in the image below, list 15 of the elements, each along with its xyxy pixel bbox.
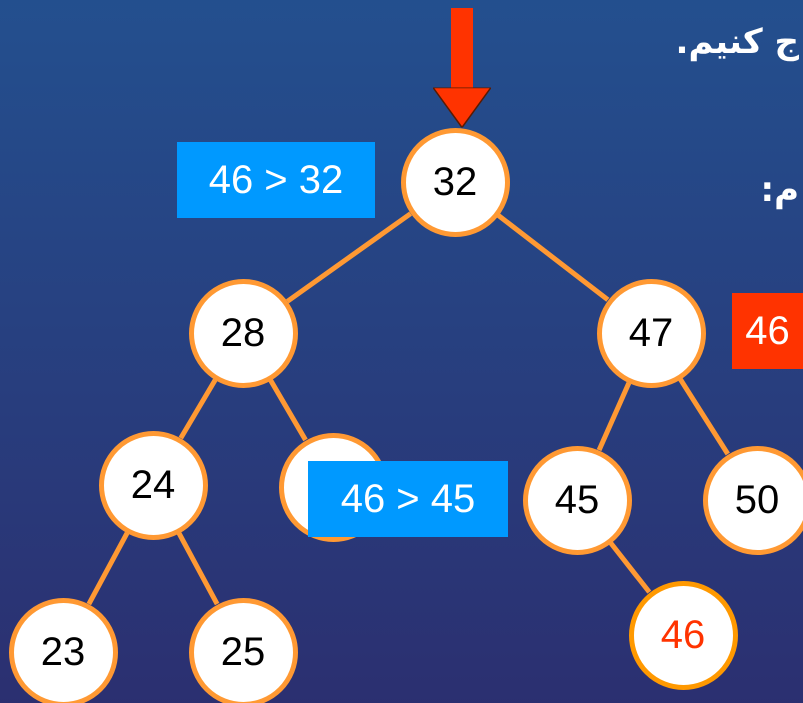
comparison-box: 46 — [732, 293, 803, 369]
tree-edge — [496, 213, 610, 302]
persian-text: م: — [760, 172, 799, 210]
comparison-tooltip: 46 > 45 — [308, 461, 508, 537]
tree-edge — [596, 382, 632, 452]
tree-edge — [678, 378, 730, 456]
comparison-box: 46 > 32 — [177, 142, 375, 218]
tree-edge — [86, 532, 130, 606]
tree-edge — [286, 212, 412, 304]
tree-edge — [178, 378, 218, 440]
arrow — [432, 8, 492, 128]
tree-edge — [608, 541, 652, 594]
persian-text: ج کنیم. — [676, 24, 799, 62]
tree-edge — [176, 532, 220, 606]
tree-edge — [268, 378, 308, 442]
